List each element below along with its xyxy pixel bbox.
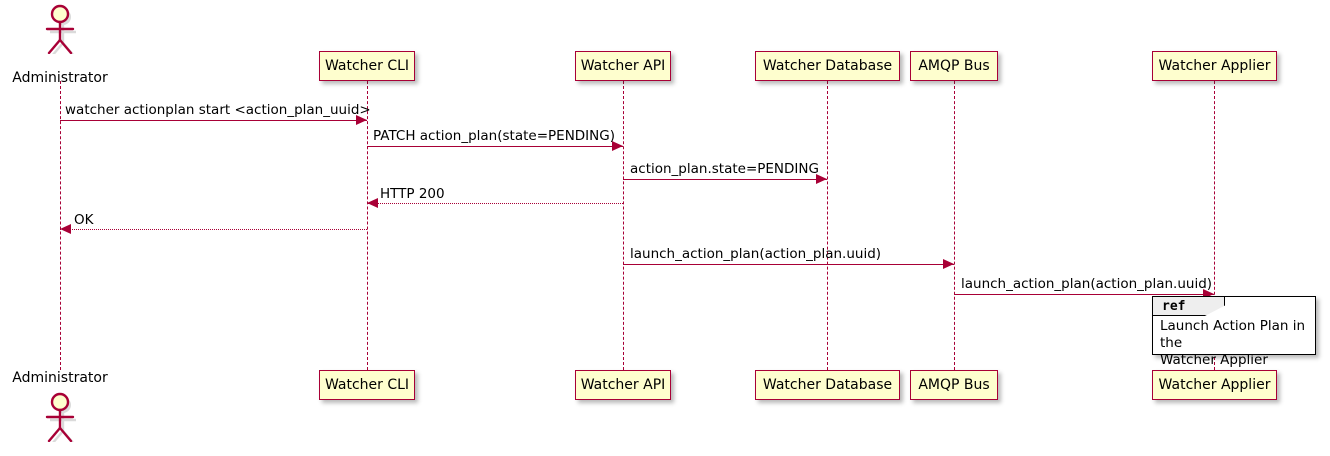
message-line-m6: [623, 264, 954, 265]
message-line-m4: [367, 203, 623, 204]
arrow-head-m7: [1203, 289, 1214, 299]
lifeline-watcher-applier: [1214, 81, 1215, 370]
lifeline-watcher-api: [623, 81, 624, 370]
message-label-m7: launch_action_plan(action_plan.uuid): [961, 276, 1213, 292]
participant-label: Watcher API: [580, 58, 666, 74]
ref-keyword-tab: ref: [1153, 297, 1225, 316]
participant-label: AMQP Bus: [918, 377, 990, 393]
participant-label: Watcher Applier: [1158, 58, 1271, 74]
arrow-head-m5: [60, 224, 71, 234]
participant-label: Watcher CLI: [324, 377, 410, 393]
actor-figure: [38, 390, 82, 446]
message-label-m6: launch_action_plan(action_plan.uuid): [630, 246, 882, 262]
participant-box-watcher-api-bottom[interactable]: Watcher API: [575, 370, 671, 400]
participant-label: AMQP Bus: [918, 58, 990, 74]
lifeline-amqp-bus: [954, 81, 955, 370]
participant-label: Watcher Database: [762, 377, 893, 393]
participant-box-watcher-cli-bottom[interactable]: Watcher CLI: [319, 370, 415, 400]
message-line-m2: [367, 146, 623, 147]
lifeline-watcher-db: [827, 81, 828, 370]
participant-box-watcher-api-top[interactable]: Watcher API: [575, 51, 671, 81]
participant-label: Watcher Database: [762, 58, 893, 74]
arrow-head-m2: [612, 141, 623, 151]
message-line-m5: [60, 229, 367, 230]
ref-text-line-2: Watcher Applier: [1160, 352, 1268, 368]
participant-label: Watcher CLI: [324, 58, 410, 74]
actor-figure: [38, 2, 82, 58]
arrow-head-m4: [367, 198, 378, 208]
participant-box-watcher-db-top[interactable]: Watcher Database: [755, 51, 900, 81]
message-line-m7: [954, 294, 1214, 295]
message-label-m1: watcher actionplan start <action_plan_uu…: [65, 102, 371, 118]
participant-label: Watcher API: [580, 377, 666, 393]
message-line-m1: [60, 120, 367, 121]
participant-box-watcher-applier-bottom[interactable]: Watcher Applier: [1152, 370, 1277, 400]
participant-box-amqp-bus-bottom[interactable]: AMQP Bus: [910, 370, 998, 400]
message-line-m3: [623, 179, 827, 180]
message-label-m5: OK: [74, 212, 94, 228]
participant-box-watcher-cli-top[interactable]: Watcher CLI: [319, 51, 415, 81]
ref-text-line-1: Launch Action Plan in the: [1160, 318, 1306, 351]
message-label-m3: action_plan.state=PENDING: [630, 161, 819, 177]
participant-box-amqp-bus-top[interactable]: AMQP Bus: [910, 51, 998, 81]
message-label-m2: PATCH action_plan(state=PENDING): [373, 128, 615, 144]
arrow-head-m3: [816, 174, 827, 184]
actor-label-administrator-top: Administrator: [12, 70, 108, 86]
participant-label: Watcher Applier: [1158, 377, 1271, 393]
lifeline-watcher-cli: [367, 81, 368, 370]
arrow-head-m1: [356, 115, 367, 125]
actor-label-administrator-bottom: Administrator: [12, 370, 108, 386]
participant-box-watcher-applier-top[interactable]: Watcher Applier: [1152, 51, 1277, 81]
message-label-m4: HTTP 200: [380, 186, 445, 202]
participant-box-watcher-db-bottom[interactable]: Watcher Database: [755, 370, 900, 400]
arrow-head-m6: [943, 259, 954, 269]
